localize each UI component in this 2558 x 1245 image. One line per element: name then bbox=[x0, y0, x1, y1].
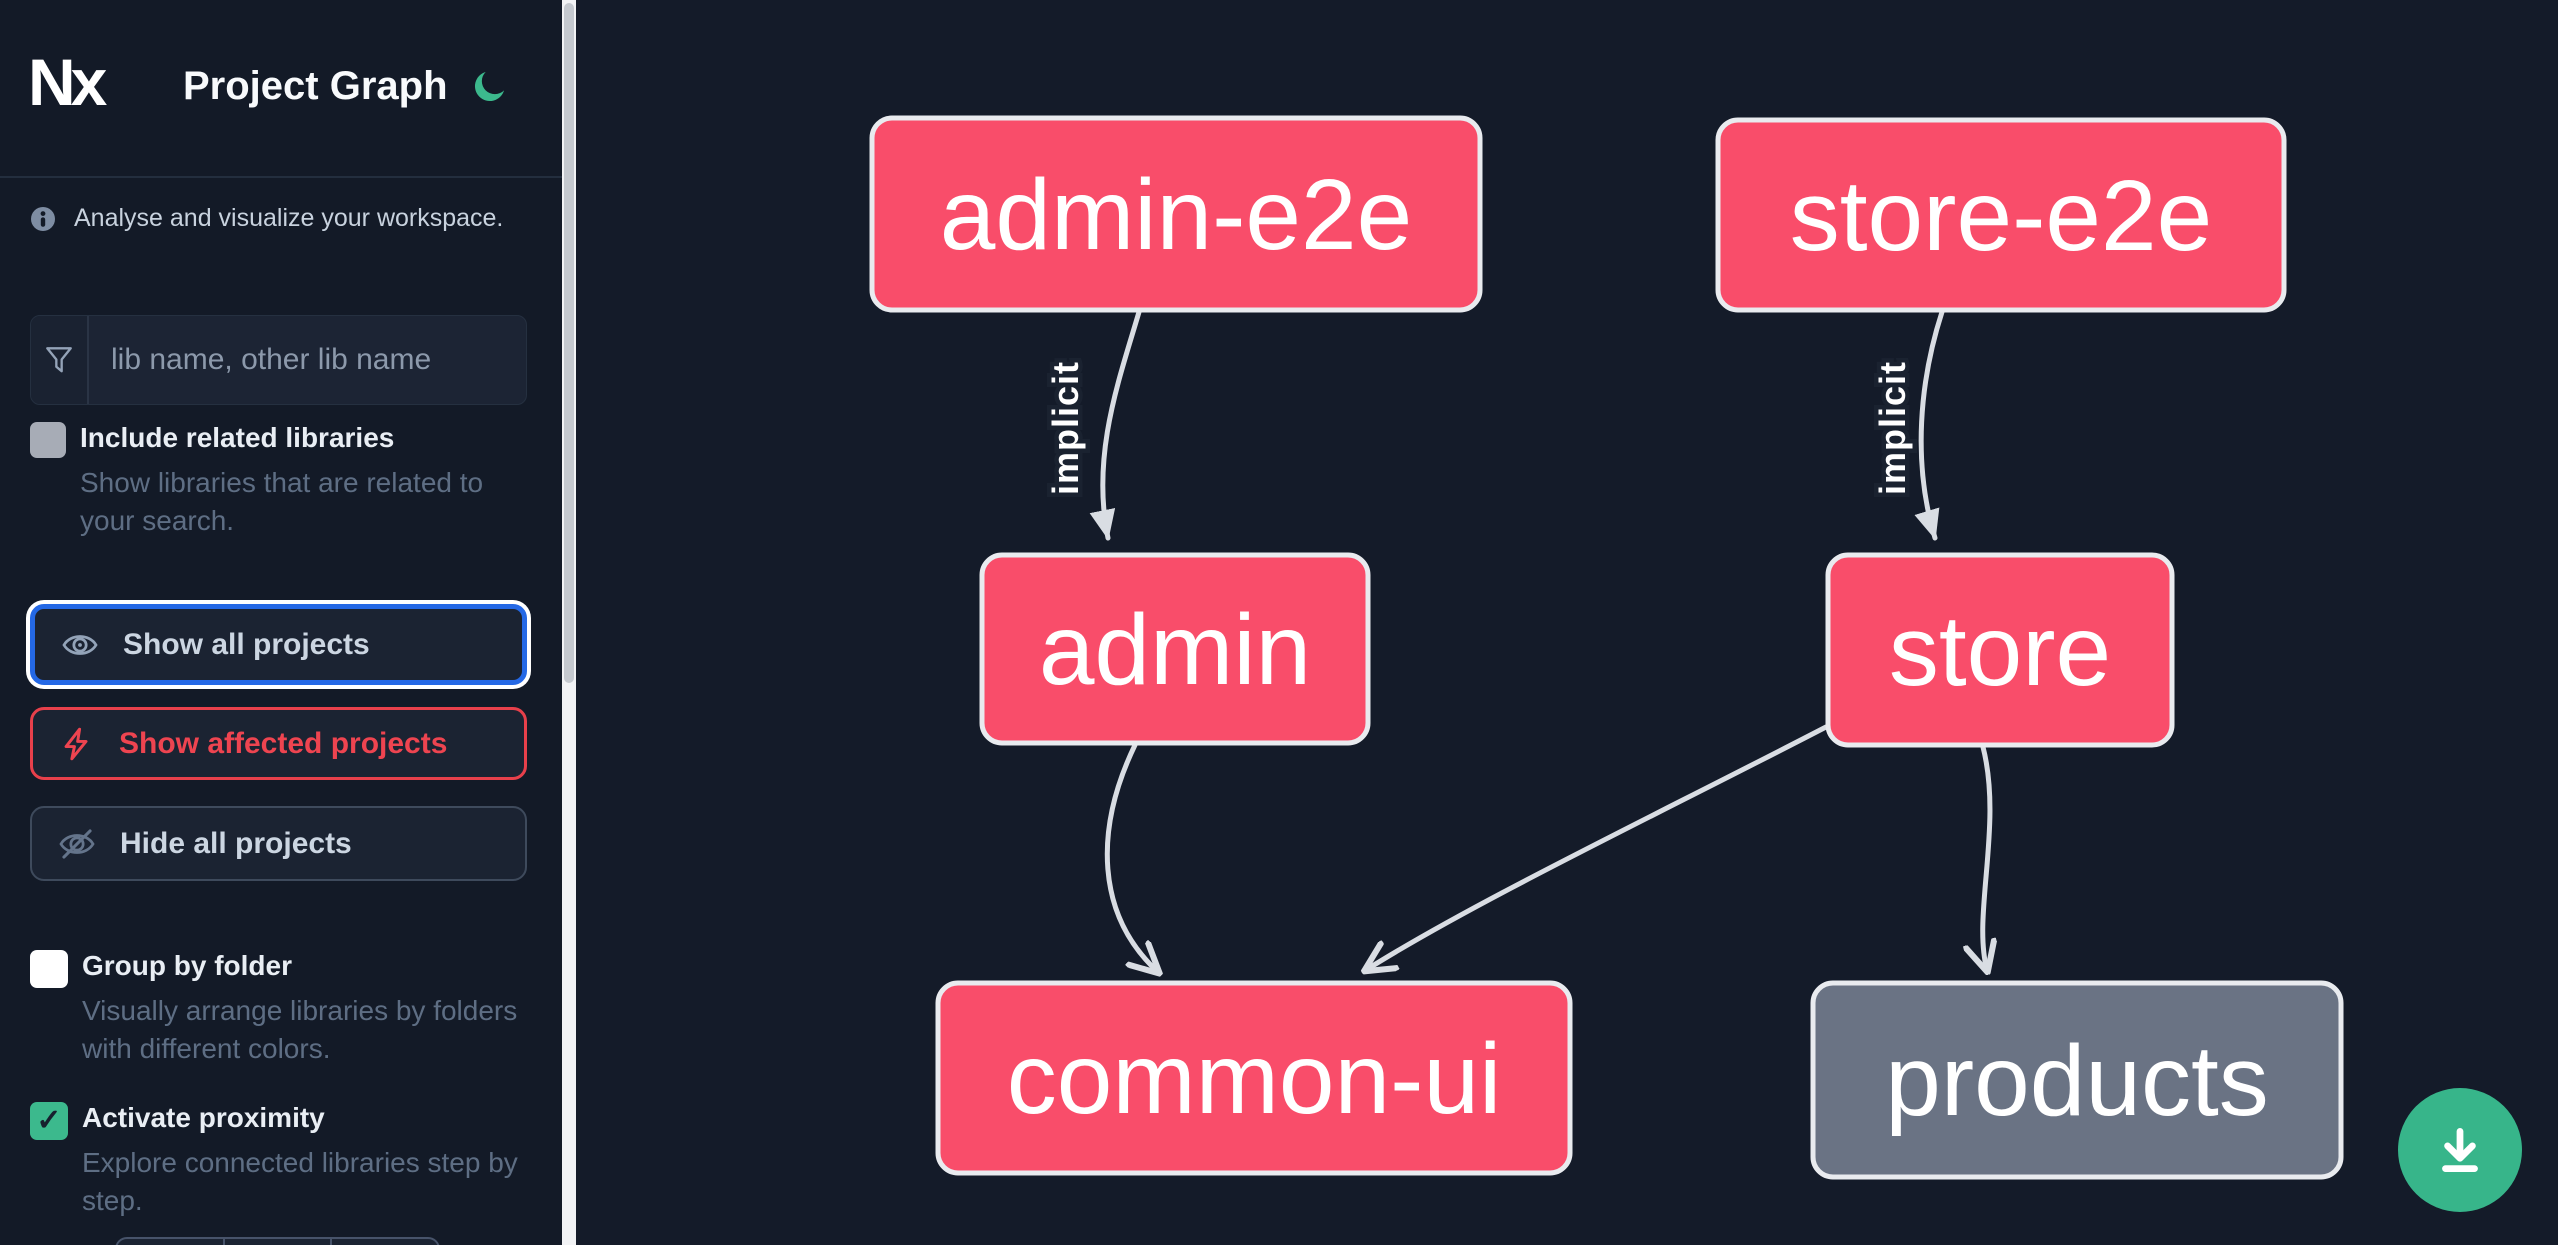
sidebar-scrollbar-thumb[interactable] bbox=[564, 3, 574, 683]
sidebar: Nx Project Graph Analyse and visualize y… bbox=[0, 0, 562, 1245]
node-label: common-ui bbox=[1007, 1023, 1502, 1135]
tagline-row: Analyse and visualize your workspace. bbox=[30, 204, 503, 233]
graph-edges: implicit implicit bbox=[1041, 309, 1990, 972]
search-box bbox=[30, 315, 527, 405]
node-common-ui[interactable]: common-ui bbox=[935, 980, 1573, 1176]
info-icon bbox=[31, 206, 55, 231]
node-label: products bbox=[1885, 1025, 2269, 1137]
include-related-option: Include related libraries Show libraries… bbox=[30, 420, 535, 540]
check-icon: ✓ bbox=[36, 1104, 62, 1137]
option-label: Activate proximity bbox=[82, 1102, 325, 1133]
download-icon bbox=[2442, 1127, 2478, 1173]
edge-admin-common-ui[interactable] bbox=[1104, 742, 1158, 972]
group-by-folder-checkbox[interactable] bbox=[30, 950, 68, 988]
edge-store-products[interactable] bbox=[1983, 744, 1990, 970]
graph-canvas[interactable]: implicit implicit admin-e2e store-e2e ad… bbox=[576, 0, 2558, 1245]
nx-logo: Nx bbox=[28, 45, 107, 119]
node-admin[interactable]: admin bbox=[979, 552, 1371, 746]
option-description: Show libraries that are related to your … bbox=[80, 467, 484, 536]
page-title: Project Graph bbox=[183, 64, 448, 108]
tagline-text: Analyse and visualize your workspace. bbox=[74, 204, 504, 232]
search-input[interactable] bbox=[89, 316, 526, 404]
edge-admin-e2e-admin[interactable] bbox=[1089, 309, 1142, 541]
group-by-folder-option: Group by folder Visually arrange librari… bbox=[30, 948, 535, 1068]
node-label: admin-e2e bbox=[940, 159, 1413, 271]
include-related-checkbox[interactable] bbox=[30, 422, 66, 458]
download-image-button[interactable] bbox=[2398, 1088, 2522, 1212]
node-label: admin bbox=[1039, 594, 1311, 706]
show-all-projects-button[interactable]: Show all projects bbox=[30, 604, 527, 685]
option-description: Explore connected libraries step by step… bbox=[82, 1147, 518, 1216]
node-store[interactable]: store bbox=[1825, 552, 2175, 748]
node-products[interactable]: products bbox=[1810, 980, 2344, 1180]
node-label: store bbox=[1889, 595, 2111, 707]
filter-icon bbox=[31, 316, 89, 404]
button-label: Show affected projects bbox=[119, 726, 448, 760]
project-graph-svg: implicit implicit admin-e2e store-e2e ad… bbox=[869, 115, 2344, 1180]
stepper-decrement[interactable] bbox=[117, 1239, 225, 1245]
edge-label-implicit: implicit bbox=[1045, 361, 1086, 495]
edge-store-e2e-store[interactable] bbox=[1914, 309, 1945, 541]
option-description: Visually arrange libraries by folders wi… bbox=[82, 995, 518, 1064]
option-label: Group by folder bbox=[82, 950, 292, 981]
eye-icon bbox=[62, 634, 98, 655]
edge-label-implicit: implicit bbox=[1872, 361, 1913, 495]
button-label: Hide all projects bbox=[120, 826, 352, 860]
activate-proximity-option: ✓ Activate proximity Explore connected l… bbox=[30, 1100, 535, 1220]
hide-all-projects-button[interactable]: Hide all projects bbox=[30, 806, 527, 881]
node-admin-e2e[interactable]: admin-e2e bbox=[869, 115, 1483, 313]
option-label: Include related libraries bbox=[80, 422, 395, 453]
graph-nodes: admin-e2e store-e2e admin store common-u… bbox=[869, 115, 2344, 1180]
stepper-value bbox=[225, 1239, 333, 1245]
dark-mode-toggle-icon[interactable] bbox=[472, 66, 510, 104]
activate-proximity-checkbox[interactable]: ✓ bbox=[30, 1102, 68, 1140]
button-label: Show all projects bbox=[123, 627, 370, 661]
stepper-increment[interactable] bbox=[332, 1239, 438, 1245]
node-store-e2e[interactable]: store-e2e bbox=[1715, 117, 2287, 313]
sidebar-scrollbar[interactable] bbox=[562, 0, 576, 1245]
edge-store-common-ui[interactable] bbox=[1366, 724, 1829, 970]
header-divider bbox=[0, 176, 562, 178]
proximity-stepper[interactable] bbox=[115, 1237, 440, 1245]
eye-off-icon bbox=[59, 828, 95, 859]
show-affected-projects-button[interactable]: Show affected projects bbox=[30, 707, 527, 780]
node-label: store-e2e bbox=[1790, 160, 2212, 272]
bolt-icon bbox=[64, 727, 88, 760]
